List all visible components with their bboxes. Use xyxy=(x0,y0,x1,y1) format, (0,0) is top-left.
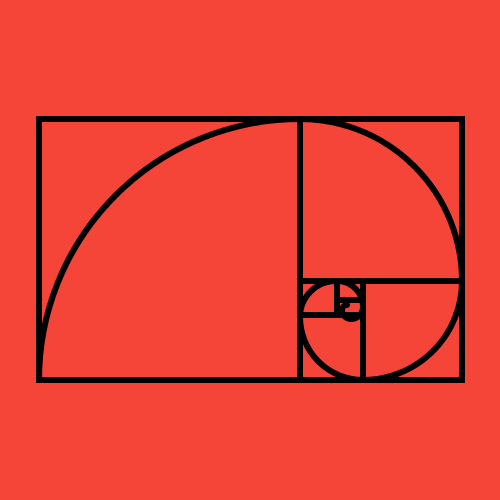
golden-rectangle-frame xyxy=(36,116,465,383)
golden-spiral xyxy=(36,116,465,383)
